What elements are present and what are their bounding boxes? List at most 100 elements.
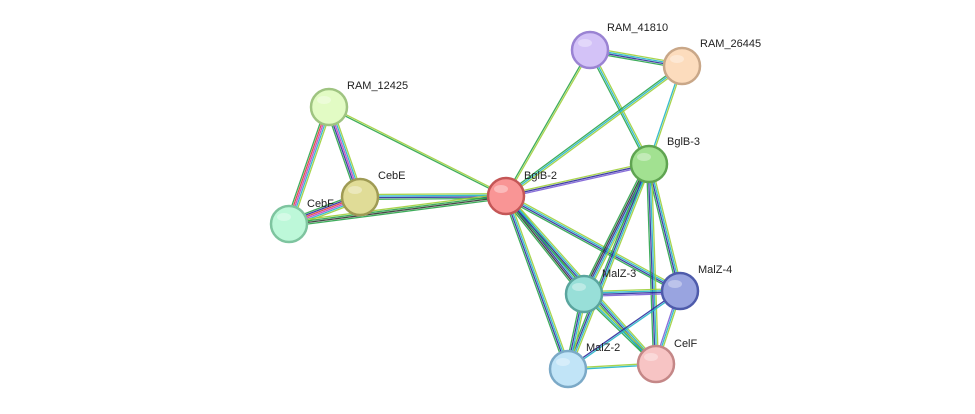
edge-bglb-3-celf	[645, 163, 660, 365]
edge-line	[288, 192, 506, 223]
node-highlight	[670, 55, 684, 63]
edge-line	[328, 107, 506, 198]
node-ram-26445[interactable]: RAM_26445	[662, 38, 761, 86]
edge-line	[329, 105, 507, 196]
node-cebf[interactable]: CebF	[269, 198, 334, 244]
edge-line	[581, 162, 649, 294]
edge-ram-41810-bglb-3	[588, 48, 651, 166]
edge-line	[649, 163, 682, 291]
edge-line	[506, 66, 684, 198]
node-highlight	[556, 358, 570, 366]
node-circle-bglb-2[interactable]	[486, 176, 526, 216]
edge-line	[649, 163, 658, 364]
edge-line	[504, 197, 680, 294]
node-label-bglb-3: BglB-3	[667, 136, 700, 148]
edge-line	[504, 196, 568, 370]
edge-line	[506, 195, 570, 369]
edge-line	[565, 162, 648, 369]
edge-line	[359, 192, 506, 196]
node-label-cebf: CebF	[307, 198, 334, 210]
node-highlight	[644, 353, 658, 361]
node-label-malz-4: MalZ-4	[698, 264, 732, 276]
edge-line	[505, 161, 649, 196]
edge-bglb-3-malz-2	[565, 162, 652, 371]
edge-line	[286, 106, 329, 224]
node-highlight	[317, 96, 331, 104]
edge-ram-41810-bglb-2	[504, 49, 592, 197]
node-ram-12425[interactable]: RAM_12425	[309, 80, 408, 127]
edge-bglb-2-malz-2	[503, 194, 571, 371]
node-circle-malz-3[interactable]	[564, 274, 604, 314]
node-label-ram-12425: RAM_12425	[347, 80, 408, 92]
edge-cebf-bglb-2	[288, 192, 507, 228]
node-circle-ram-12425[interactable]	[309, 87, 349, 127]
node-circle-bglb-3[interactable]	[629, 144, 669, 184]
edge-line	[645, 164, 655, 365]
node-highlight	[578, 39, 592, 47]
edge-line	[504, 64, 682, 196]
edge-line	[289, 196, 507, 226]
edge-line	[288, 194, 506, 224]
edge-line	[506, 194, 681, 291]
node-bglb-3[interactable]: BglB-3	[629, 136, 700, 184]
edge-bglb-2-bglb-3	[505, 161, 650, 199]
edge-line	[506, 164, 650, 199]
edge-line	[506, 50, 592, 197]
node-highlight	[494, 185, 508, 193]
node-malz-4[interactable]: MalZ-4	[660, 264, 732, 311]
node-label-malz-3: MalZ-3	[602, 268, 636, 280]
edge-line	[647, 164, 680, 292]
node-highlight	[668, 280, 682, 288]
node-malz-3[interactable]: MalZ-3	[564, 268, 636, 314]
edge-ram-26445-bglb-2	[504, 64, 684, 198]
node-ram-41810[interactable]: RAM_41810	[570, 22, 668, 70]
node-label-cebe: CebE	[378, 170, 406, 182]
node-circle-cebe[interactable]	[340, 177, 380, 217]
node-malz-2[interactable]: MalZ-2	[548, 342, 620, 389]
node-circle-malz-2[interactable]	[548, 349, 588, 389]
node-highlight	[348, 186, 362, 194]
edges-layer	[285, 46, 684, 371]
node-label-malz-2: MalZ-2	[586, 342, 620, 354]
edge-line	[647, 164, 656, 365]
node-circle-celf[interactable]	[636, 344, 676, 384]
edge-malz-4-malz-2	[567, 289, 681, 371]
edge-line	[566, 163, 649, 369]
edge-line	[569, 164, 652, 371]
edge-line	[650, 163, 683, 291]
edge-line	[505, 163, 650, 197]
edge-line	[289, 197, 507, 228]
edge-line	[505, 65, 683, 197]
edge-line	[568, 291, 681, 371]
edge-line	[650, 163, 660, 364]
node-circle-cebf[interactable]	[269, 204, 309, 244]
edge-line	[289, 107, 332, 225]
node-label-bglb-2: BglB-2	[524, 170, 557, 182]
edge-line	[502, 197, 583, 297]
node-highlight	[572, 283, 586, 291]
node-cebe[interactable]: CebE	[340, 170, 406, 217]
node-bglb-2[interactable]: BglB-2	[486, 170, 557, 216]
edge-ram-12425-cebf	[285, 105, 333, 226]
node-highlight	[637, 153, 651, 161]
node-highlight	[277, 213, 291, 221]
edge-line	[567, 289, 680, 369]
node-circle-ram-26445[interactable]	[662, 46, 702, 86]
edge-line	[507, 194, 571, 369]
node-label-ram-26445: RAM_26445	[700, 38, 761, 50]
node-circle-malz-4[interactable]	[660, 271, 700, 311]
node-circle-ram-41810[interactable]	[570, 30, 610, 70]
edge-line	[503, 196, 567, 371]
edge-ram-12425-bglb-2	[328, 105, 507, 198]
edge-line	[589, 49, 650, 165]
edge-line	[568, 164, 651, 370]
edge-line	[359, 194, 506, 197]
node-celf[interactable]: CelF	[636, 338, 698, 384]
edge-line	[580, 162, 647, 293]
edge-line	[291, 107, 333, 226]
edge-line	[504, 49, 590, 196]
edge-line	[285, 105, 327, 224]
edge-line	[588, 50, 649, 166]
